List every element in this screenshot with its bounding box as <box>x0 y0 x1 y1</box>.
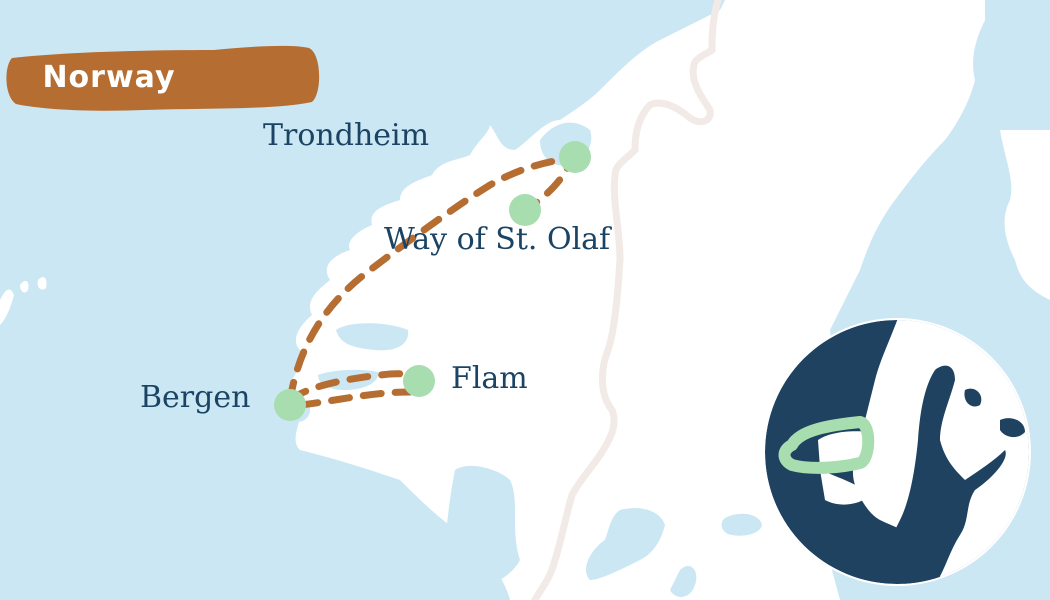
border-line <box>531 0 722 600</box>
brush-stroke-icon <box>6 45 320 111</box>
marker-flam <box>403 365 435 397</box>
marker-way-of-st-olaf <box>509 194 541 226</box>
marker-trondheim <box>559 141 591 173</box>
inset-overview-map <box>763 318 1031 586</box>
label-way-of-st-olaf: Way of St. Olaf <box>384 222 611 257</box>
label-trondheim: Trondheim <box>263 118 430 153</box>
title-badge: Norway <box>4 44 322 112</box>
marker-bergen <box>274 389 306 421</box>
label-flam: Flam <box>451 361 528 396</box>
label-bergen: Bergen <box>140 380 251 415</box>
map-title: Norway <box>42 60 176 95</box>
